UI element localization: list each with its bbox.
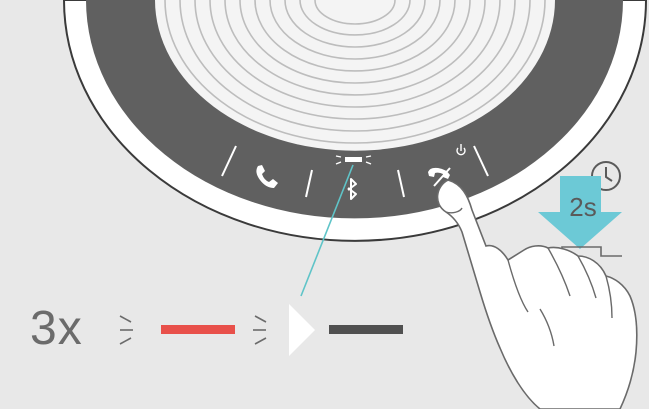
finger-creases [445, 207, 613, 347]
phone-hangup-icon [428, 167, 450, 179]
flash-rays-right-1 [253, 315, 267, 345]
press-down-arrow [538, 176, 622, 249]
hangup-slash [433, 167, 451, 187]
power-icon [456, 144, 466, 156]
flash-rays-left-1 [119, 315, 133, 345]
led-callout-line [300, 164, 354, 297]
led-red-bar [161, 325, 235, 334]
call-answer-button[interactable] [256, 165, 278, 188]
finger-hand [436, 179, 638, 409]
bluetooth-icon [347, 178, 357, 200]
bluetooth-button[interactable] [347, 178, 357, 200]
call-end-power-button[interactable] [428, 144, 466, 187]
sequence-then-arrow [289, 304, 315, 356]
hold-duration-label: 2s [569, 192, 597, 222]
led-indicator [335, 155, 372, 165]
phone-icon [256, 165, 278, 188]
led-dark-bar [329, 325, 403, 334]
speaker-grille [155, 0, 555, 151]
flash-count-label: 3x [30, 302, 83, 355]
button-separators [221, 145, 489, 198]
